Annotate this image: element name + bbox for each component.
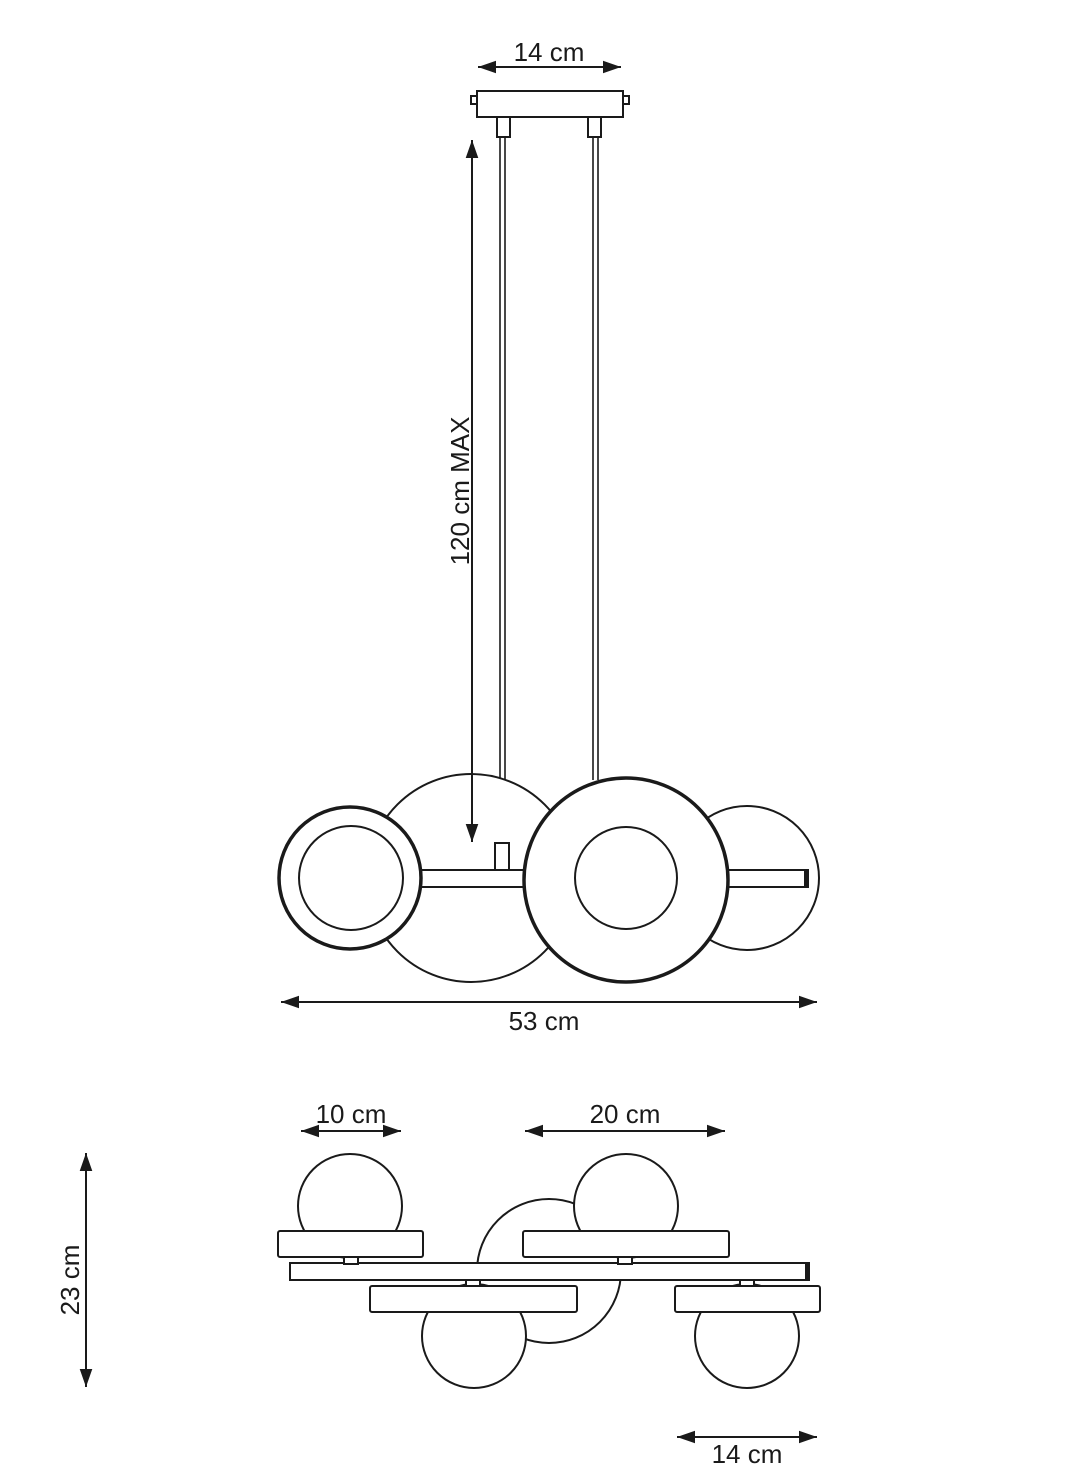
plate-top-right [522,1230,730,1258]
ring-shade-right [522,776,730,984]
small-plate-label: 14 cm [712,1439,783,1469]
plate-bottom-left [369,1285,578,1313]
plate-top-left [277,1230,424,1258]
front-view: 14 cm 120 cm MAX 53 cm [277,37,820,1036]
globe-diameter-label: 10 cm [316,1099,387,1129]
arm-connector [494,842,510,871]
top-view: 10 cm 20 cm 23 cm 14 cm [55,1099,821,1469]
ring-shade-left [277,805,423,951]
ceiling-canopy [470,90,630,138]
total-width-label: 53 cm [509,1006,580,1036]
cable-length-label: 120 cm MAX [445,417,475,566]
main-bar [289,1262,810,1281]
suspension-cables [499,137,599,843]
canopy-width-label: 14 cm [514,37,585,67]
plate-bottom-right [674,1285,821,1313]
plate-width-label: 20 cm [590,1099,661,1129]
height-label: 23 cm [55,1245,85,1316]
